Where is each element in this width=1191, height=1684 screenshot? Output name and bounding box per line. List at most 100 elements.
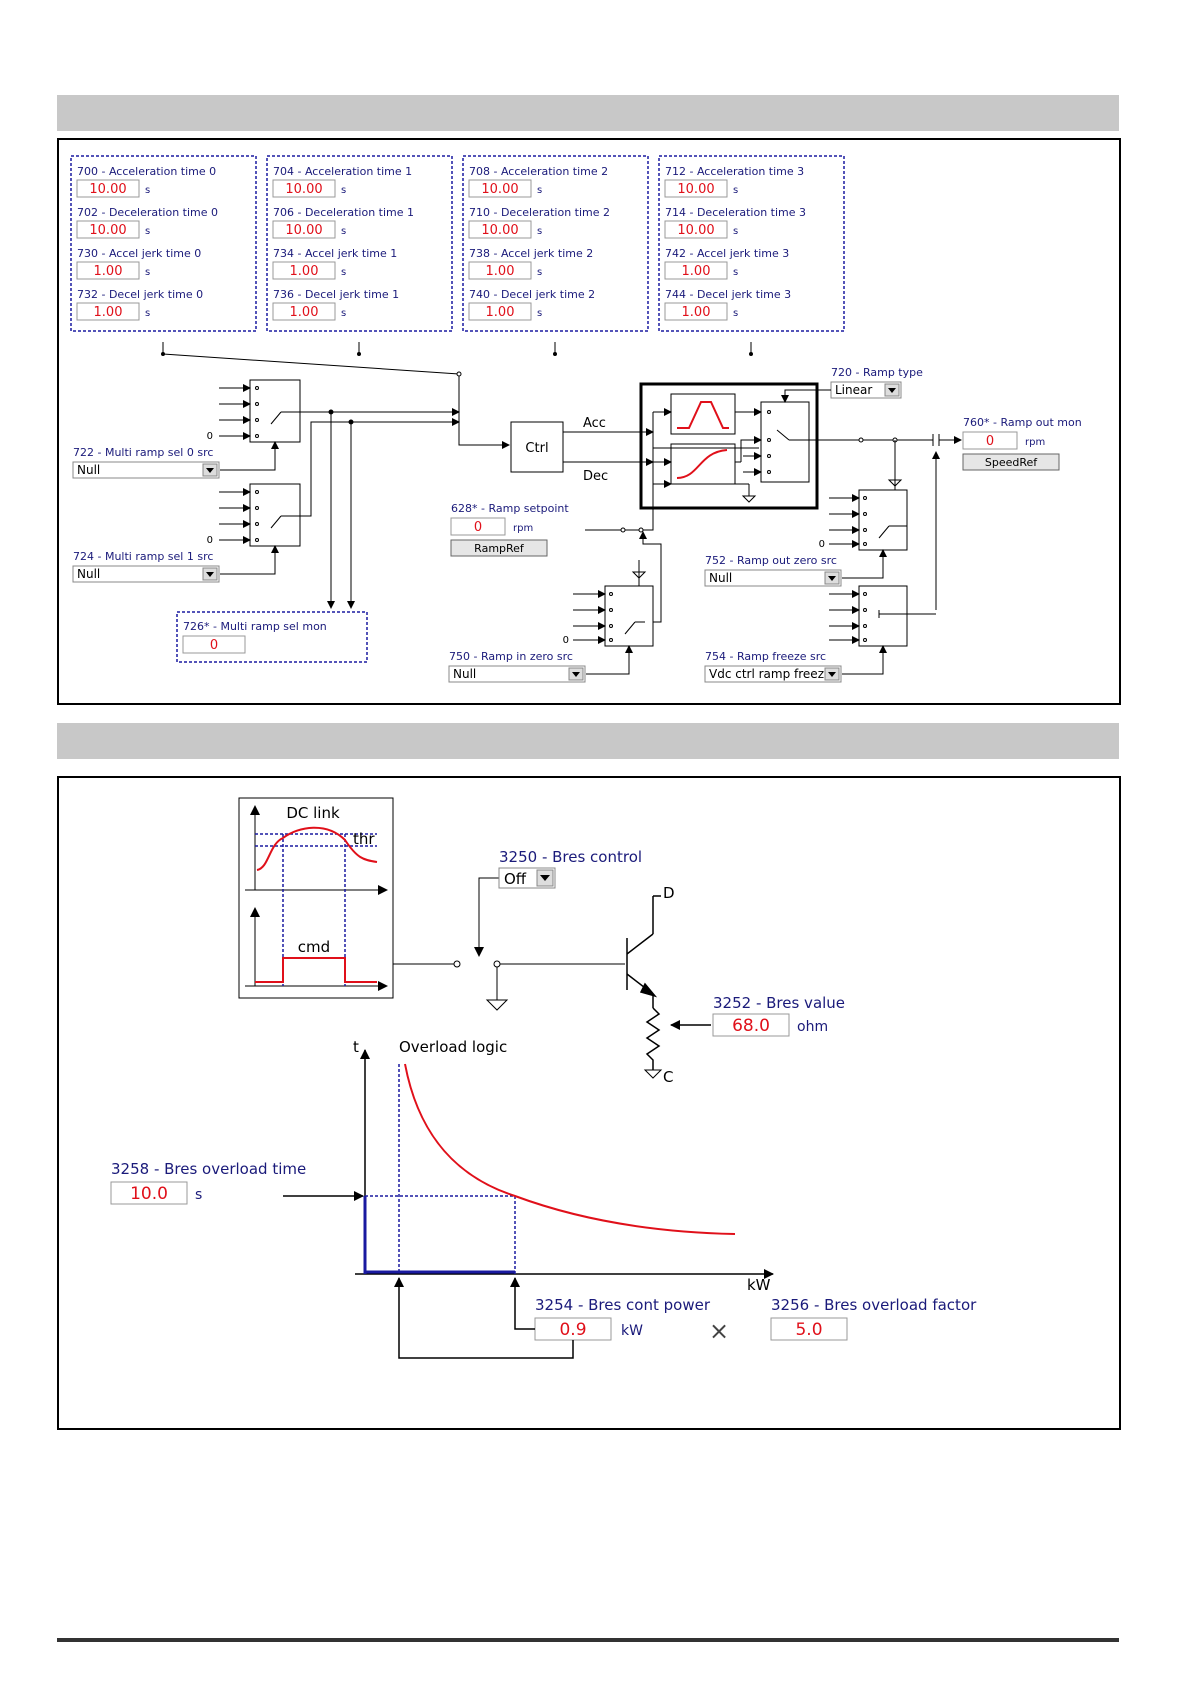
param-field-708[interactable] — [468, 179, 532, 198]
param-field-738[interactable] — [468, 261, 532, 280]
param-group-2: 708 - Acceleration time 2 10.00 s 710 - … — [462, 155, 649, 332]
multiply-icon: × — [709, 1317, 729, 1345]
bres-overload-time-value: 10.0 — [130, 1184, 168, 1204]
param-field-744[interactable] — [664, 302, 728, 321]
ramp-setpoint-unit: rpm — [513, 523, 533, 534]
input-zero-label: 0 — [207, 535, 213, 546]
param-value-704: 10.00 — [285, 182, 322, 197]
overload-logic-label: Overload logic — [399, 1038, 507, 1056]
cont-power-arrow — [510, 1277, 535, 1330]
acc-dec-wires — [563, 428, 654, 466]
param-field-740[interactable] — [468, 302, 532, 321]
group-connectors — [161, 342, 753, 449]
multi-ramp-mon-field — [182, 635, 246, 654]
param-field-712[interactable] — [664, 179, 728, 198]
ramp-setpoint-value: 0 — [474, 520, 482, 535]
ramp-setpoint-label: 628* - Ramp setpoint — [451, 502, 569, 515]
axis-t-label: t — [353, 1038, 359, 1056]
param-group-1: 704 - Acceleration time 1 10.00 s 706 - … — [266, 155, 453, 332]
param-unit: s — [341, 185, 346, 196]
param-unit: s — [733, 185, 738, 196]
param-field-730[interactable] — [76, 261, 140, 280]
ramp-out-mon-value: 0 — [986, 434, 994, 449]
ramp-freeze-dropdown[interactable]: Vdc ctrl ramp freeze — [704, 665, 842, 683]
ramp-type-label: 720 - Ramp type — [831, 366, 923, 379]
bres-value-unit: ohm — [797, 1019, 828, 1035]
param-label-742: 742 - Accel jerk time 3 — [665, 247, 789, 260]
ground-icon — [643, 1069, 663, 1079]
multi-ramp-mon-label: 726* - Multi ramp sel mon — [183, 620, 327, 633]
param-field-734[interactable] — [272, 261, 336, 280]
setpoint-wire — [585, 447, 759, 533]
multi-ramp-sel0-label: 722 - Multi ramp sel 0 src — [73, 446, 213, 459]
multi-ramp-mon-box: 726* - Multi ramp sel mon 0 — [176, 611, 368, 663]
ramp-diagram-panel: 700 - Acceleration time 0 10.00 s 702 - … — [57, 138, 1121, 705]
param-unit: s — [341, 226, 346, 237]
bres-overload-time-field[interactable] — [110, 1181, 188, 1205]
param-unit: s — [733, 308, 738, 319]
bres-control-dropdown[interactable]: Off — [498, 867, 556, 889]
ramp-diagram: 700 - Acceleration time 0 10.00 s 702 - … — [70, 155, 1082, 683]
ramp-out-mon-field — [962, 431, 1018, 450]
param-label-700: 700 - Acceleration time 0 — [77, 165, 216, 178]
multi-ramp-sel0-value: Null — [77, 463, 100, 477]
bres-control-label: 3250 - Bres control — [499, 848, 642, 866]
param-field-742[interactable] — [664, 261, 728, 280]
param-field-710[interactable] — [468, 220, 532, 239]
param-field-736[interactable] — [272, 302, 336, 321]
braking-resistor-diagram: DC link thr cmd 3250 - Bres control Off … — [110, 797, 977, 1359]
param-field-706[interactable] — [272, 220, 336, 239]
dc-link-label: DC link — [286, 804, 340, 822]
param-field-732[interactable] — [76, 302, 140, 321]
acc-label: Acc — [583, 416, 606, 431]
param-field-700[interactable] — [76, 179, 140, 198]
param-unit: s — [145, 185, 150, 196]
multi-ramp-sel1-label: 724 - Multi ramp sel 1 src — [73, 550, 213, 563]
footer-rule — [57, 1638, 1119, 1642]
ramp-in-zero-wire — [586, 645, 633, 675]
ramp-in-zero-dropdown[interactable]: Null — [448, 665, 586, 683]
param-label-736: 736 - Decel jerk time 1 — [273, 288, 399, 301]
bres-overload-time-label: 3258 - Bres overload time — [111, 1160, 306, 1178]
param-value-734: 1.00 — [290, 264, 319, 279]
bres-cont-power-unit: kW — [621, 1323, 643, 1339]
ramp-freeze-switch — [829, 585, 936, 647]
overload-logic-chart: t Overload logic kW — [353, 1038, 774, 1294]
bres-value-field[interactable] — [712, 1013, 790, 1037]
chevron-down-icon — [888, 388, 896, 393]
terminal-d-label: D — [663, 884, 675, 902]
param-unit: s — [341, 308, 346, 319]
ramp-type-dropdown[interactable]: Linear — [830, 381, 902, 399]
param-field-704[interactable] — [272, 179, 336, 198]
speedref-button[interactable]: SpeedRef — [962, 453, 1060, 471]
rampref-button[interactable]: RampRef — [450, 539, 548, 557]
param-unit: s — [145, 226, 150, 237]
chevron-down-icon — [572, 672, 580, 677]
axis-kw-label: kW — [747, 1276, 771, 1294]
thr-label: thr — [353, 830, 375, 848]
multi-ramp-sel1-value: Null — [77, 567, 100, 581]
dc-link-inset: DC link thr cmd — [238, 797, 394, 999]
chevron-down-icon — [206, 468, 214, 473]
bres-overload-factor-label: 3256 - Bres overload factor — [771, 1296, 977, 1314]
ramp-out-zero-wire — [842, 549, 887, 579]
multi-ramp-sel1-dropdown[interactable]: Null — [72, 565, 220, 583]
param-value-712: 10.00 — [677, 182, 714, 197]
ramp-out-zero-switch — [829, 470, 908, 551]
param-value-740: 1.00 — [486, 305, 515, 320]
param-field-702[interactable] — [76, 220, 140, 239]
overload-factor-arrow — [394, 1277, 574, 1359]
bres-overload-factor-field[interactable] — [770, 1317, 848, 1341]
ramp-generator-block — [639, 382, 819, 510]
param-value-732: 1.00 — [94, 305, 123, 320]
multi-ramp-sel0-dropdown[interactable]: Null — [72, 461, 220, 479]
param-value-742: 1.00 — [682, 264, 711, 279]
bres-cont-power-value: 0.9 — [559, 1320, 586, 1340]
ramp-out-zero-label: 752 - Ramp out zero src — [705, 554, 837, 567]
param-value-744: 1.00 — [682, 305, 711, 320]
param-unit: s — [537, 226, 542, 237]
ramp-out-zero-dropdown[interactable]: Null — [704, 569, 842, 587]
param-field-714[interactable] — [664, 220, 728, 239]
ramp-setpoint-field — [450, 517, 506, 536]
ramp-in-zero-switch — [573, 560, 654, 647]
